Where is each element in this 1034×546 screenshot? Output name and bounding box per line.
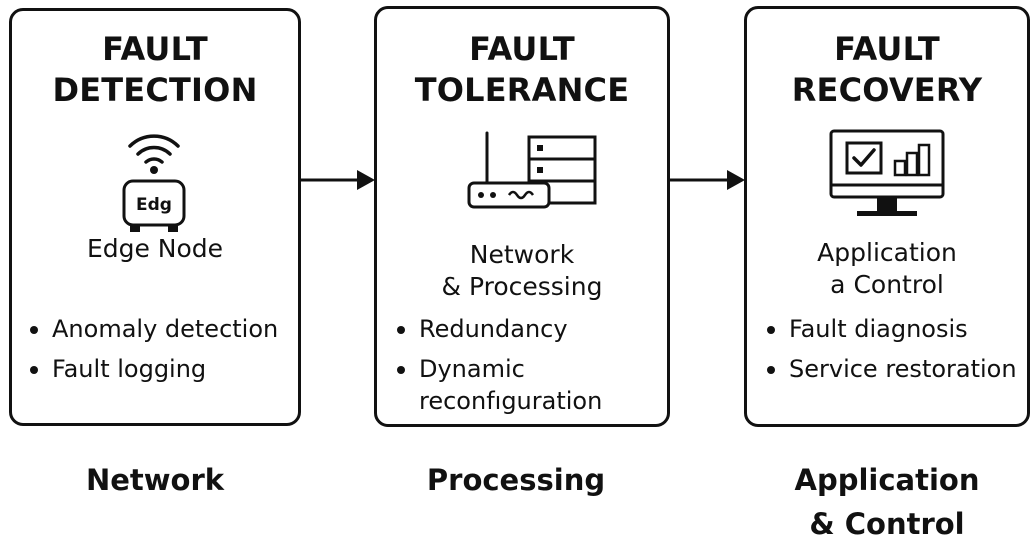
title-line-1: FAULT bbox=[102, 30, 208, 68]
caption-line-1: Application bbox=[817, 238, 957, 267]
caption-line-1: Edge Node bbox=[86, 234, 224, 263]
monitor-dashboard-icon bbox=[829, 129, 945, 216]
title-line-2: RECOVERY bbox=[791, 71, 983, 109]
router-server-icon bbox=[467, 131, 597, 209]
list-item: Service restoration bbox=[765, 353, 1017, 385]
node-label: Edg bbox=[136, 195, 172, 215]
panel-caption: Network & Processing bbox=[377, 239, 667, 303]
title-line-1: FAULT bbox=[469, 30, 575, 68]
fault-recovery-panel: FAULT RECOVERY Application a Control Fau… bbox=[744, 6, 1030, 427]
panel-caption: Edge Node bbox=[12, 233, 298, 265]
panel-title: FAULT DETECTION bbox=[12, 29, 298, 111]
footer-line-1: Processing bbox=[426, 463, 606, 497]
panel-caption: Application a Control bbox=[747, 237, 1027, 301]
list-item: Redundancy bbox=[395, 313, 602, 345]
fault-tolerance-panel: FAULT TOLERANCE Network & Processing Red… bbox=[374, 6, 670, 427]
panel-title: FAULT TOLERANCE bbox=[377, 29, 667, 111]
footer-line-1: Application bbox=[794, 463, 980, 497]
list-item: Fault logging bbox=[28, 353, 278, 385]
footer-label-network: Network bbox=[9, 458, 301, 502]
footer-label-processing: Processing bbox=[368, 458, 664, 502]
caption-line-2: & Processing bbox=[441, 272, 603, 301]
caption-line-1: Network bbox=[469, 240, 575, 269]
caption-line-2: a Control bbox=[830, 270, 944, 299]
list-item: Anomaly detection bbox=[28, 313, 278, 345]
footer-line-2: & Control bbox=[809, 507, 965, 541]
list-item: Fault diagnosis bbox=[765, 313, 1017, 345]
bullet-continuation: reconfıguration bbox=[419, 387, 603, 415]
title-line-2: TOLERANCE bbox=[414, 71, 630, 109]
bullet-list: Fault diagnosis Service restoration bbox=[765, 313, 1017, 393]
bullet-list: Anomaly detection Fault logging bbox=[28, 313, 278, 393]
title-line-1: FAULT bbox=[834, 30, 940, 68]
flow-arrow bbox=[301, 170, 375, 190]
bullet-list: Redundancy Dynamic reconfıguration bbox=[395, 313, 602, 425]
wifi-edge-node-icon: Edg bbox=[122, 134, 186, 232]
footer-line-1: Network bbox=[85, 463, 225, 497]
title-line-2: DETECTION bbox=[52, 71, 258, 109]
list-item: Dynamic reconfıguration bbox=[395, 353, 602, 417]
flow-arrow bbox=[670, 170, 745, 190]
footer-label-application-control: Application & Control bbox=[744, 458, 1030, 546]
fault-detection-panel: FAULT DETECTION Edg Edge Node Anomaly de… bbox=[9, 8, 301, 426]
panel-title: FAULT RECOVERY bbox=[747, 29, 1027, 111]
bullet-text: Dynamic bbox=[419, 355, 525, 383]
